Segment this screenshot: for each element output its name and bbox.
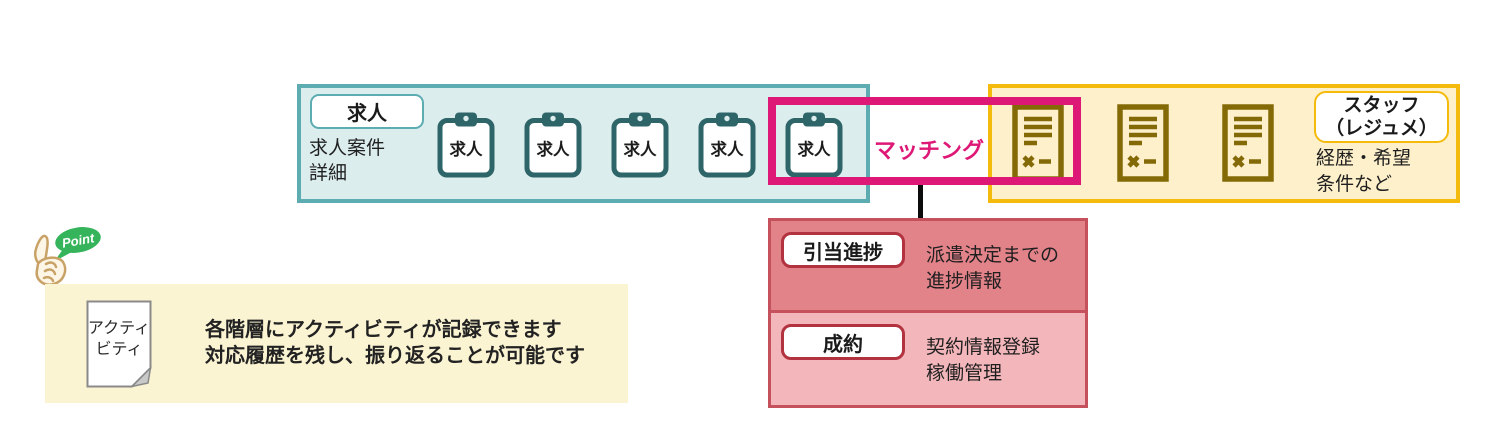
job-clipboard-icon: 求人	[698, 112, 756, 178]
allocation-progress-section: 引当進捗 派遣決定までの 進捗情報	[771, 221, 1085, 313]
clipboard-label: 求人	[624, 139, 658, 159]
clipboard-label: 求人	[450, 139, 484, 159]
jobs-desc-line2: 詳細	[309, 163, 348, 184]
job-clipboard-icon: 求人	[437, 112, 495, 178]
point-badge-text: Point	[61, 230, 96, 251]
allocation-desc-line2: 進捗情報	[926, 271, 1003, 292]
jobs-box-description: 求人案件 詳細	[309, 136, 385, 186]
contract-desc-line1: 契約情報登録	[926, 337, 1041, 358]
allocation-progress-label: 引当進捗	[781, 232, 905, 268]
jobs-box-label: 求人	[310, 94, 424, 129]
staff-box-description: 経歴・希望 条件など	[1316, 146, 1411, 198]
staff-desc-line1: 経歴・希望	[1316, 148, 1412, 169]
allocation-progress-label-text: 引当進捗	[803, 241, 883, 264]
note-line2: ビティ	[95, 341, 143, 358]
contract-description: 契約情報登録 稼働管理	[926, 335, 1040, 387]
progress-box: 引当進捗 派遣決定までの 進捗情報 成約 契約情報登録 稼働管理	[768, 218, 1088, 408]
staff-box-label: スタッフ （レジュメ）	[1314, 91, 1449, 143]
jobs-desc-line1: 求人案件	[309, 138, 386, 159]
matching-label: マッチング	[873, 138, 984, 163]
resume-document-icon	[1117, 104, 1169, 182]
contract-label-text: 成約	[823, 333, 863, 356]
clipboard-label: 求人	[798, 139, 832, 159]
activity-description: 各階層にアクティビティが記録できます 対応履歴を残し、振り返ることが可能です	[205, 317, 585, 369]
contract-label: 成約	[781, 324, 905, 360]
allocation-progress-description: 派遣決定までの 進捗情報	[926, 243, 1059, 295]
activity-text-line1: 各階層にアクティビティが記録できます	[205, 319, 562, 341]
job-clipboard-icon-highlighted: 求人	[785, 112, 843, 178]
staff-label-line1: スタッフ	[1343, 95, 1420, 116]
resume-document-icon	[1222, 104, 1274, 182]
activity-text-line2: 対応履歴を残し、振り返ることが可能です	[205, 345, 585, 367]
contract-section: 成約 契約情報登録 稼働管理	[771, 313, 1085, 405]
contract-desc-line2: 稼働管理	[926, 363, 1003, 384]
clipboard-label: 求人	[711, 139, 745, 159]
job-clipboard-icon: 求人	[524, 112, 582, 178]
staff-desc-line2: 条件など	[1316, 174, 1393, 195]
jobs-box-label-text: 求人	[347, 103, 387, 125]
connector-line	[918, 183, 923, 219]
staff-label-line2: （レジュメ）	[1325, 118, 1438, 139]
point-hand-icon: Point	[33, 227, 101, 286]
note-line1: アクティ	[87, 320, 151, 337]
allocation-desc-line1: 派遣決定までの	[926, 245, 1060, 266]
activity-note-label: アクティ ビティ	[86, 318, 152, 360]
clipboard-label: 求人	[537, 139, 571, 159]
sticky-note-icon	[86, 300, 152, 388]
matching-highlight-frame	[768, 97, 1081, 185]
job-clipboard-icon: 求人	[611, 112, 669, 178]
